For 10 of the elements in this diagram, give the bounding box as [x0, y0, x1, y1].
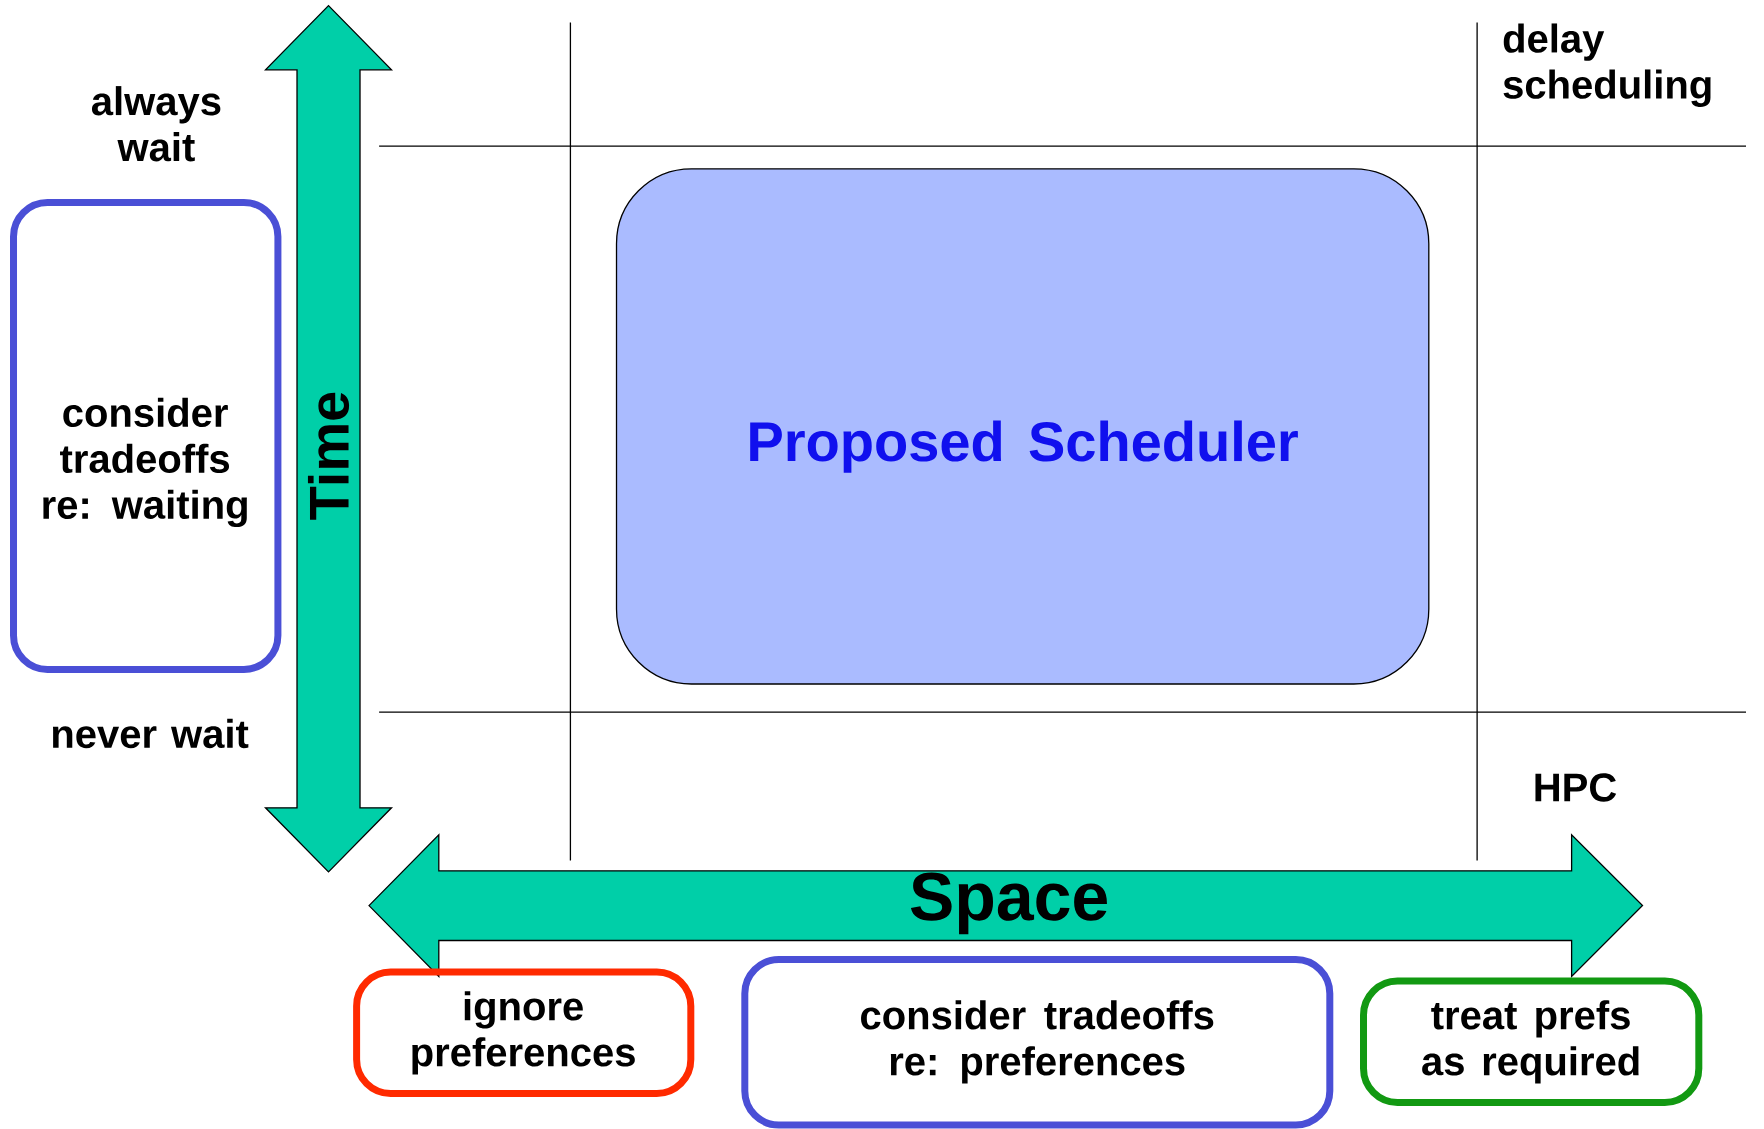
axis-label: HPC	[1535, 773, 1617, 802]
axis-label: delay scheduling	[1503, 23, 1711, 107]
rounded-box: ignore preferences	[353, 968, 695, 1097]
axis-label: always wait	[92, 86, 221, 162]
axis-title: Space	[910, 872, 1107, 935]
rounded-box: treat prefs as required	[1360, 977, 1703, 1106]
scheduler-box: Proposed Scheduler	[615, 168, 1430, 685]
axis-label: never wait	[52, 718, 249, 749]
rounded-box: consider tradeoffs re: waiting	[10, 199, 282, 673]
rounded-box: consider tradeoffs re: preferences	[741, 956, 1334, 1129]
